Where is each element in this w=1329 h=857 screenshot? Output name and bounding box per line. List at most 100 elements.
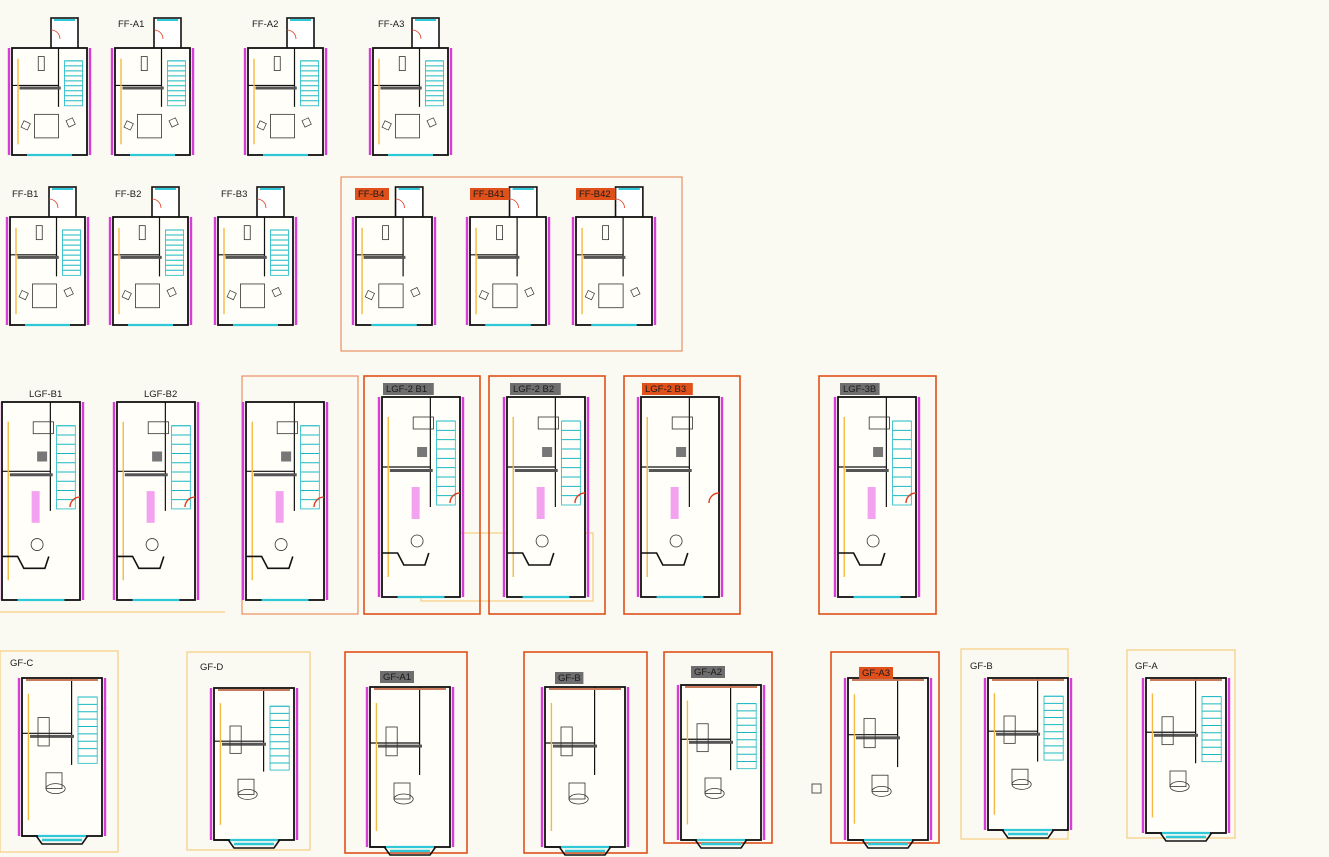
wardrobe	[389, 469, 433, 472]
sofa	[385, 726, 398, 757]
label-tag	[355, 188, 389, 200]
table	[676, 447, 687, 457]
bath	[602, 225, 609, 241]
door-swing	[151, 198, 162, 209]
dining-table	[868, 416, 890, 430]
plan-frame	[818, 375, 937, 615]
round-table	[145, 538, 159, 551]
plan-label: GF-A1	[383, 672, 411, 683]
plan-ff-a2: FF-A2	[243, 17, 328, 157]
round-table	[535, 534, 549, 548]
armchair	[301, 117, 312, 128]
rear-extension	[614, 186, 644, 220]
plan-lgf-3b: LGF-3B	[833, 383, 921, 599]
bay-window	[545, 846, 612, 856]
wardrobe	[689, 740, 733, 744]
sofa	[1161, 716, 1174, 746]
rug	[393, 793, 414, 805]
bay-window	[681, 839, 748, 849]
wardrobe	[30, 734, 74, 738]
dining-table	[32, 421, 54, 435]
plan-outline	[112, 216, 189, 326]
bay-window	[22, 835, 89, 845]
armchair	[410, 287, 421, 298]
table	[152, 451, 163, 462]
stair	[77, 696, 98, 764]
rear-extension	[151, 186, 180, 220]
wardrobe	[225, 255, 267, 259]
rug	[871, 786, 892, 797]
wardrobe	[120, 255, 162, 259]
bed	[378, 283, 404, 309]
wardrobe	[845, 469, 889, 472]
door-swing	[184, 496, 196, 508]
sofa	[863, 718, 876, 749]
rear-extension	[508, 186, 538, 220]
stair	[425, 60, 444, 107]
label-tag	[555, 672, 584, 684]
plan-gf-b-boxed: GF-B	[540, 672, 630, 856]
wardrobe	[378, 744, 422, 748]
plan-label: LGF-3B	[843, 384, 876, 395]
plan-ff-b1: FF-B1	[5, 186, 90, 327]
rug	[704, 788, 725, 799]
sofa	[37, 717, 50, 747]
plan-outline	[11, 47, 88, 156]
plan-lgf-2b1: LGF-2 B1	[377, 383, 465, 599]
plan-label: LGF-2 B2	[513, 384, 554, 395]
round-table	[274, 538, 288, 551]
wardrobe	[856, 736, 900, 740]
plan-label: GF-B	[558, 673, 581, 684]
label-tag	[691, 666, 725, 678]
rear-extension	[394, 186, 424, 220]
plan-outline	[217, 216, 294, 326]
plan-frame	[363, 375, 481, 615]
kitchen-island	[536, 487, 545, 519]
door-swing	[905, 492, 917, 504]
stair	[892, 420, 912, 506]
table	[37, 451, 48, 462]
bath	[37, 56, 45, 71]
rear-extension	[286, 17, 315, 51]
plan-outline	[21, 677, 103, 837]
stair	[62, 229, 81, 276]
door-swing	[286, 29, 297, 40]
kitchen-island	[670, 487, 679, 519]
bay-window	[641, 552, 689, 566]
plan-ff-b41: FF-B41	[465, 186, 551, 327]
stair	[64, 60, 83, 107]
coffee-table	[237, 778, 255, 795]
plan-lgf-2b2: LGF-2 B2	[502, 383, 590, 599]
door-swing	[449, 492, 461, 504]
label-tag	[470, 188, 510, 200]
plan-outline	[847, 677, 929, 841]
kitchen-island	[867, 487, 876, 519]
bed	[492, 283, 518, 309]
plan-lgf-2b3: LGF-2 B3	[636, 383, 724, 599]
armchair	[256, 120, 267, 131]
group-frame-ff-b4	[340, 176, 683, 352]
plan-label: GF-A2	[694, 667, 722, 678]
wardrobe	[122, 86, 164, 90]
armchair	[168, 117, 179, 128]
plan-label: GF-A	[1135, 661, 1158, 672]
table	[281, 451, 292, 462]
rear-extension	[153, 17, 182, 51]
stair	[269, 705, 290, 771]
rug	[237, 789, 258, 800]
plan-outline	[469, 216, 547, 326]
armchair	[121, 289, 132, 301]
plan-label: LGF-B1	[29, 389, 62, 400]
bed	[137, 113, 162, 139]
wardrobe	[124, 473, 168, 477]
plan-label: FF-B42	[579, 189, 611, 200]
plan-gf-a3: GF-A3	[843, 667, 933, 849]
bath	[243, 225, 251, 241]
kitchen-island	[411, 487, 420, 519]
door-swing	[509, 198, 519, 209]
round-table	[866, 534, 880, 548]
stair	[1201, 696, 1222, 763]
bath	[273, 56, 281, 71]
